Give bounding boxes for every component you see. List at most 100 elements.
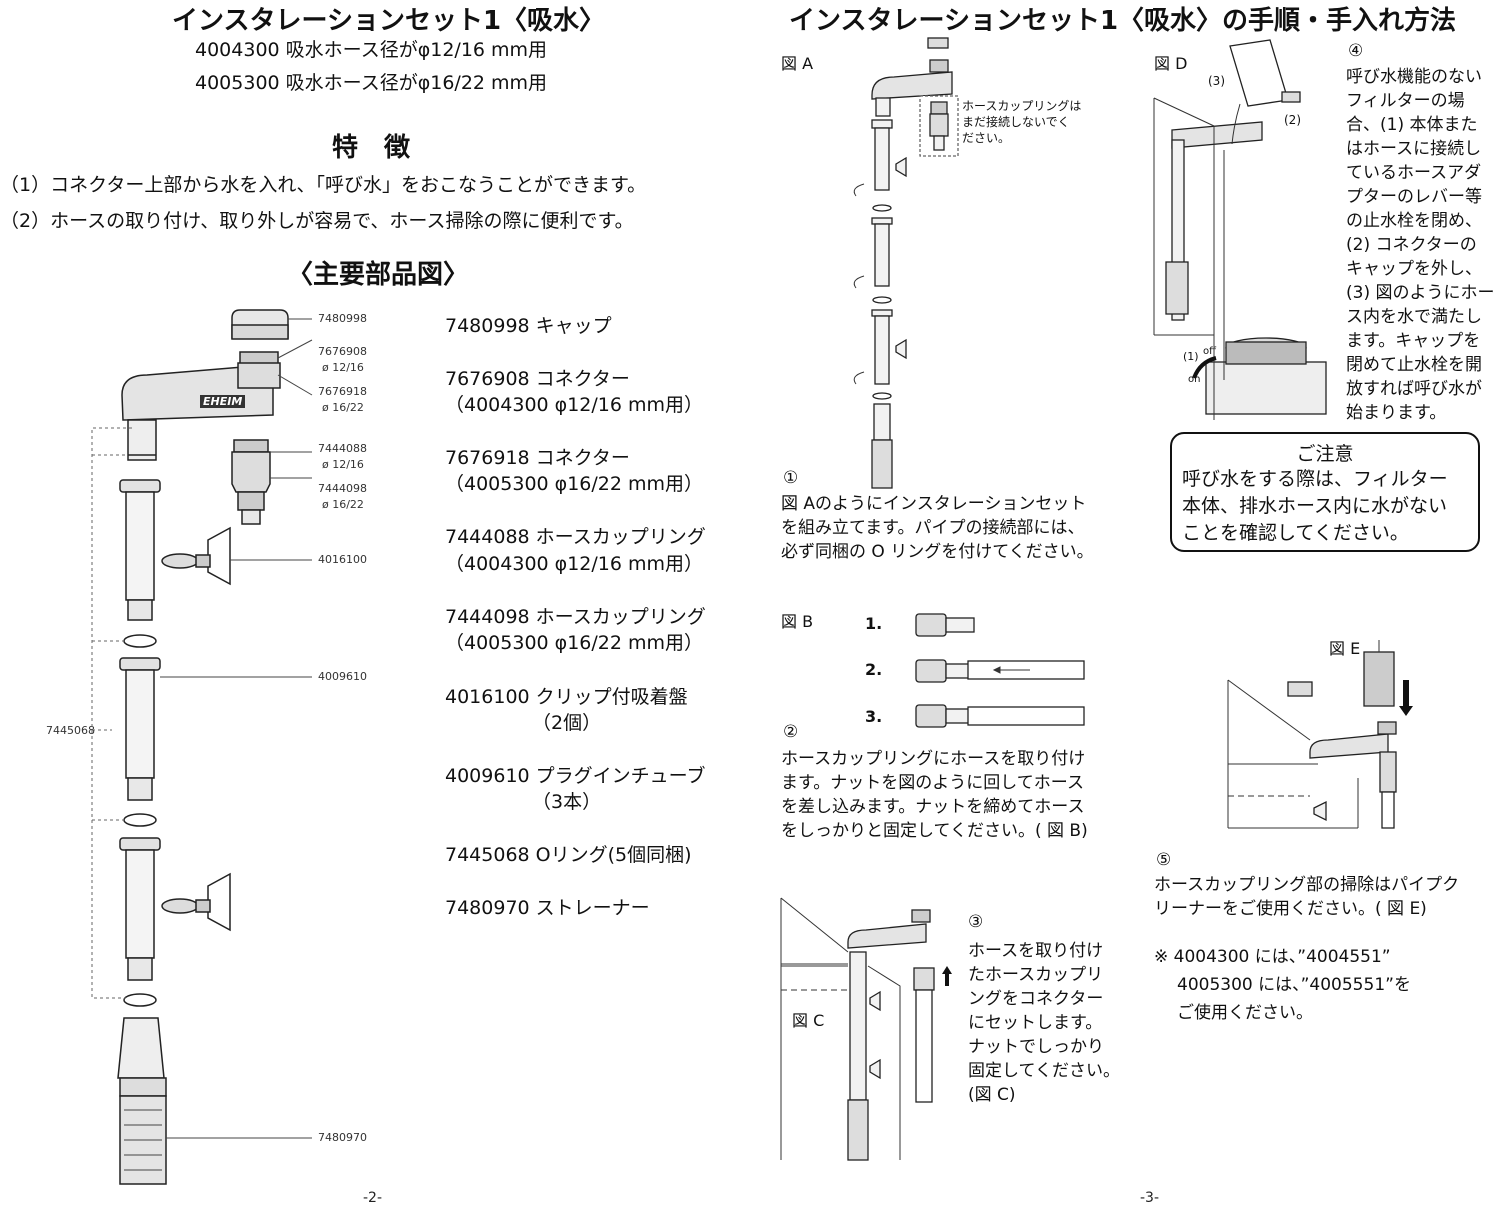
feature-2: （2）ホースの取り付け、取り外しが容易で、ホース掃除の際に便利です。 [0, 210, 634, 232]
callout-oring: 7445068 [46, 724, 95, 737]
step-1-line-3: 必ず同梱の O リングを付けてください。 [781, 542, 1094, 562]
callout-coupling-a: 7444088 [318, 442, 367, 455]
callout-connector-a-size: ø 12/16 [322, 361, 364, 374]
step-5-number: ⑤ [1156, 850, 1172, 870]
figure-b-step-3: 3. [865, 707, 883, 726]
part-oring: 7445068 Oリング(5個同梱) [445, 844, 692, 866]
part-connector-1: 7676908 コネクター [445, 368, 630, 390]
features-title: 特 徴 [332, 133, 411, 163]
step-4-line-7: の止水栓を閉め、 [1346, 211, 1482, 231]
caution-line-1: 呼び水をする際は、フィルター [1182, 468, 1448, 490]
part-cap: 7480998 キャップ [445, 315, 612, 337]
step-4-line-1: 呼び水機能のない [1346, 67, 1482, 87]
caution-line-3: ことを確認してください。 [1182, 522, 1409, 544]
step-2-line-2: ます。ナットを図のように回してホース [781, 773, 1084, 793]
step-4-line-3: 合、(1) 本体また [1346, 115, 1478, 135]
step-4-line-12: ます。キャップを [1346, 331, 1481, 351]
note-line-3: ご使用ください。 [1177, 1003, 1313, 1023]
page-number-right: -3- [1140, 1190, 1160, 1206]
part-coupling-2: 7444098 ホースカップリング [445, 606, 706, 628]
figure-d-mark-2: (2) [1284, 113, 1301, 127]
step-4-number: ④ [1348, 41, 1364, 61]
callout-strainer: 7480970 [318, 1131, 367, 1144]
page-number-left: -2- [363, 1190, 383, 1206]
callout-suction-cup: 4016100 [318, 553, 367, 566]
step-3-line-4: にセットします。 [968, 1013, 1103, 1033]
right-page-title: インスタレーションセット1〈吸水〉の手順・手入れ方法 [789, 6, 1457, 36]
callout-coupling-a-size: ø 12/16 [322, 458, 364, 471]
step-3-line-1: ホースを取り付け [968, 941, 1104, 961]
callout-cap: 7480998 [318, 312, 367, 325]
part-coupling-1-note: （4004300 φ12/16 mm用） [445, 553, 704, 575]
feature-1: （1）コネクター上部から水を入れ、「呼び水」をおこなうことができます。 [0, 174, 647, 196]
caution-line-2: 本体、排水ホース内に水がない [1182, 495, 1448, 517]
figure-a-note-1: ホースカップリングは [962, 99, 1082, 113]
part-connector-1-note: （4004300 φ12/16 mm用） [445, 394, 704, 416]
caution-box: ご注意 呼び水をする際は、フィルター 本体、排水ホース内に水がない ことを確認し… [1170, 432, 1480, 552]
figure-b-label: 図 B [781, 612, 814, 631]
figure-d-label: 図 D [1154, 54, 1188, 73]
figure-d-mark-1: (1) [1183, 350, 1199, 363]
step-5-line-2: リーナーをご使用ください。( 図 E) [1154, 899, 1427, 919]
step-4-line-14: 放すれば呼び水が [1346, 379, 1482, 399]
step-4-line-5: ているホースアダ [1346, 163, 1482, 183]
callout-connector-b: 7676918 [318, 385, 367, 398]
step-4-line-8: (2) コネクターの [1346, 235, 1477, 255]
step-5-line-1: ホースカップリング部の掃除はパイプク [1154, 875, 1460, 895]
part-coupling-2-note: （4005300 φ16/22 mm用） [445, 632, 704, 654]
step-4-line-9: キャップを外し、 [1346, 259, 1482, 279]
part-strainer: 7480970 ストレーナー [445, 897, 650, 919]
figure-a-note-2: まだ接続しないでく [962, 115, 1070, 129]
figure-a-label: 図 A [781, 54, 814, 73]
callout-tube: 4009610 [318, 670, 367, 683]
step-4-line-13: 閉めて止水栓を開 [1346, 355, 1482, 375]
figure-d-mark-off: off [1203, 346, 1217, 357]
part-tube-note: （3本） [532, 791, 602, 813]
valve-arrow-icon [1192, 356, 1217, 379]
note-line-1: ※ 4004300 には、”4004551” [1154, 947, 1391, 967]
step-1-line-2: を組み立てます。パイプの接続部には、 [781, 518, 1085, 538]
step-4-line-15: 始まります。 [1346, 403, 1447, 423]
callout-connector-b-size: ø 16/22 [322, 401, 364, 414]
step-1-line-1: 図 Aのようにインスタレーションセット [781, 494, 1087, 514]
step-2-line-4: をしっかりと固定してください。( 図 B) [781, 821, 1088, 841]
step-2-line-3: を差し込みます。ナットを締めてホース [781, 797, 1085, 817]
callout-coupling-b-size: ø 16/22 [322, 498, 364, 511]
part-suction-cup-note: （2個） [532, 712, 602, 734]
model-line-2: 4005300 吸水ホース径がφ16/22 mm用 [195, 72, 548, 94]
part-tube: 4009610 プラグインチューブ [445, 765, 706, 787]
step-2-number: ② [783, 722, 799, 742]
callout-coupling-b: 7444098 [318, 482, 367, 495]
step-3-line-6: 固定してください。 [968, 1061, 1120, 1081]
figure-b-step-1: 1. [865, 614, 883, 633]
note-line-2: 4005300 には、”4005551”を [1177, 975, 1411, 995]
step-4-line-10: (3) 図のようにホー [1346, 283, 1495, 303]
eheim-logo-left: EHEIM [200, 395, 246, 408]
step-3-line-5: ナットでしっかり [968, 1037, 1104, 1057]
caution-title: ご注意 [1296, 443, 1354, 465]
step-2-line-1: ホースカップリングにホースを取り付け [781, 749, 1086, 769]
step-4-line-4: はホースに接続し [1346, 139, 1482, 159]
part-coupling-1: 7444088 ホースカップリング [445, 526, 706, 548]
figure-d-mark-on: on [1188, 374, 1201, 385]
part-connector-2: 7676918 コネクター [445, 447, 630, 469]
step-3-line-3: ングをコネクター [968, 989, 1104, 1009]
step-4-line-2: フィルターの場 [1346, 91, 1465, 111]
step-4-line-6: プターのレバー等 [1346, 187, 1482, 207]
part-suction-cup: 4016100 クリップ付吸着盤 [445, 686, 688, 708]
down-arrow-icon [1399, 680, 1413, 716]
step-3-number: ③ [968, 912, 984, 932]
figure-a-note-3: ださい。 [962, 131, 1011, 145]
parts-title: 〈主要部品図〉 [287, 260, 470, 290]
figure-e-label: 図 E [1329, 639, 1361, 658]
left-page-title: インスタレーションセット1〈吸水〉 [172, 6, 606, 36]
step-1-number: ① [783, 468, 799, 488]
step-4-line-11: ス内を水で満たし [1346, 307, 1482, 327]
up-arrow-icon [942, 966, 952, 986]
step-3-line-2: たホースカップリ [968, 965, 1104, 985]
part-connector-2-note: （4005300 φ16/22 mm用） [445, 473, 704, 495]
figure-c-label: 図 C [792, 1011, 825, 1030]
figure-b-step-2: 2. [865, 660, 883, 679]
callout-connector-a: 7676908 [318, 345, 367, 358]
